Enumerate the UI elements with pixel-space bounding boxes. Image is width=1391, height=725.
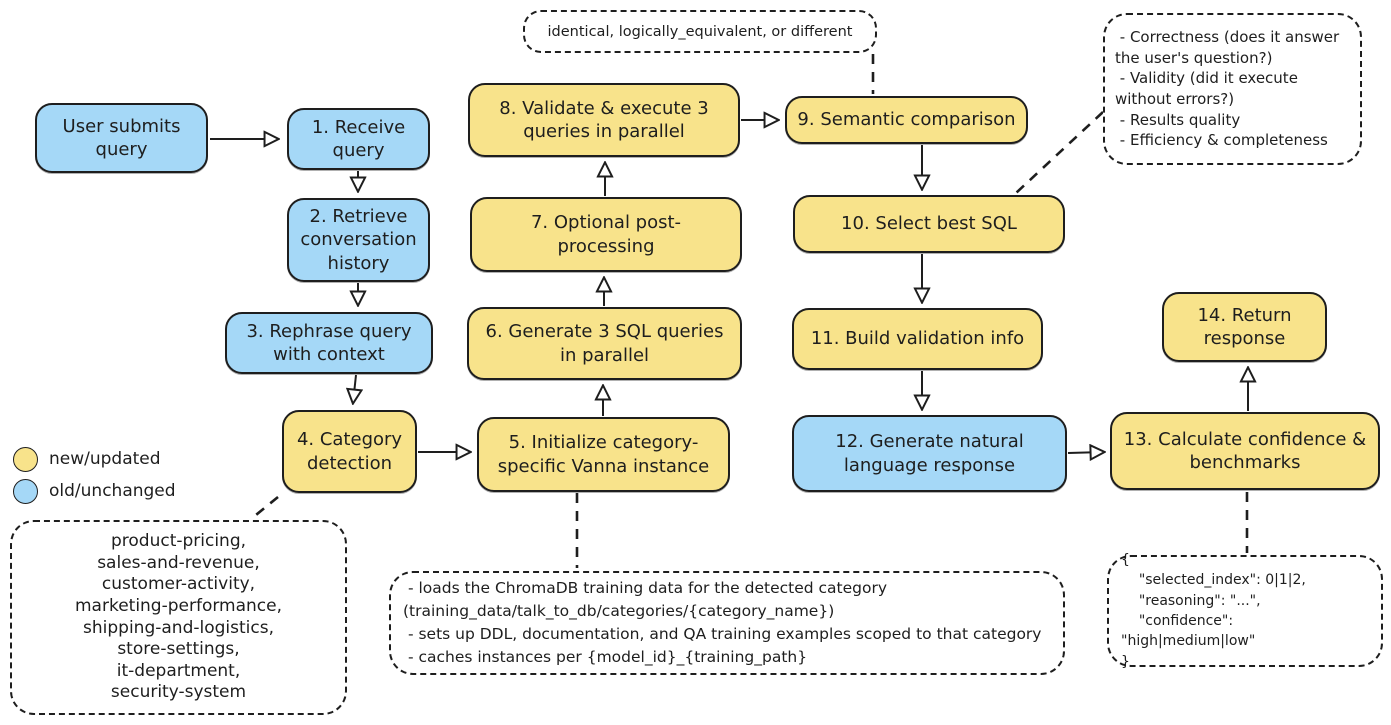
- legend-label: new/updated: [49, 449, 161, 469]
- node-label: 12. Generate natural language response: [835, 431, 1024, 476]
- note-category-list: product-pricing, sales-and-revenue, cust…: [10, 520, 347, 715]
- arrow-12-to-13: [1067, 452, 1104, 453]
- note-vanna-initialization: - loads the ChromaDB training data for t…: [389, 571, 1065, 675]
- node-label: 3. Rephrase query with context: [246, 320, 412, 365]
- new-updated-swatch-icon: [13, 446, 38, 472]
- legend: new/updated old/unchanged: [13, 446, 176, 510]
- node-9-semantic-comparison: 9. Semantic comparison: [785, 96, 1028, 144]
- note-text: identical, logically_equivalent, or diff…: [547, 23, 853, 40]
- node-2-retrieve-history: 2. Retrieve conversation history: [287, 198, 430, 282]
- node-10-select-best-sql: 10. Select best SQL: [793, 195, 1065, 253]
- legend-label: old/unchanged: [49, 481, 176, 501]
- node-user-submits-query: User submits query: [35, 103, 208, 173]
- node-label: 1. Receive query: [311, 116, 406, 161]
- arrow-3-to-4: [353, 374, 356, 403]
- node-8-validate-execute: 8. Validate & execute 3 queries in paral…: [468, 83, 740, 157]
- node-3-rephrase-query: 3. Rephrase query with context: [225, 312, 433, 374]
- link-note-criteria-to-10: [1015, 111, 1104, 194]
- node-13-calculate-confidence: 13. Calculate confidence & benchmarks: [1110, 412, 1380, 490]
- old-unchanged-swatch-icon: [13, 478, 38, 504]
- note-selection-criteria: - Correctness (does it answer the user's…: [1103, 13, 1362, 165]
- node-11-build-validation-info: 11. Build validation info: [792, 308, 1043, 370]
- node-7-post-processing: 7. Optional post- processing: [470, 197, 742, 272]
- node-label: 8. Validate & execute 3 queries in paral…: [499, 97, 709, 142]
- node-label: 14. Return response: [1197, 304, 1292, 349]
- node-6-generate-sql: 6. Generate 3 SQL queries in parallel: [467, 307, 742, 380]
- note-text: - loads the ChromaDB training data for t…: [403, 578, 1042, 667]
- note-text: product-pricing, sales-and-revenue, cust…: [74, 531, 283, 703]
- node-label: 5. Initialize category- specific Vanna i…: [497, 432, 710, 477]
- node-label: 2. Retrieve conversation history: [300, 205, 417, 274]
- node-label: 7. Optional post- processing: [530, 212, 682, 257]
- link-4-to-note-categories: [250, 495, 279, 521]
- node-label: 6. Generate 3 SQL queries in parallel: [485, 321, 724, 366]
- node-5-initialize-vanna: 5. Initialize category- specific Vanna i…: [477, 417, 730, 492]
- node-label: 11. Build validation info: [810, 328, 1025, 350]
- node-14-return-response: 14. Return response: [1162, 292, 1327, 362]
- node-label: 10. Select best SQL: [841, 213, 1017, 235]
- legend-item-new: new/updated: [13, 446, 176, 472]
- legend-item-old: old/unchanged: [13, 478, 176, 504]
- note-text: { "selected_index": 0|1|2, "reasoning": …: [1121, 552, 1306, 670]
- node-12-generate-nl-response: 12. Generate natural language response: [792, 415, 1067, 492]
- note-text: - Correctness (does it answer the user's…: [1115, 27, 1340, 150]
- note-semantic-comparison-result: identical, logically_equivalent, or diff…: [523, 10, 877, 53]
- node-1-receive-query: 1. Receive query: [287, 108, 430, 170]
- node-4-category-detection: 4. Category detection: [282, 410, 417, 493]
- note-confidence-json: { "selected_index": 0|1|2, "reasoning": …: [1107, 552, 1383, 670]
- node-label: 4. Category detection: [296, 429, 403, 474]
- node-label: 9. Semantic comparison: [797, 109, 1016, 131]
- node-label: User submits query: [62, 115, 181, 160]
- node-label: 13. Calculate confidence & benchmarks: [1123, 428, 1367, 473]
